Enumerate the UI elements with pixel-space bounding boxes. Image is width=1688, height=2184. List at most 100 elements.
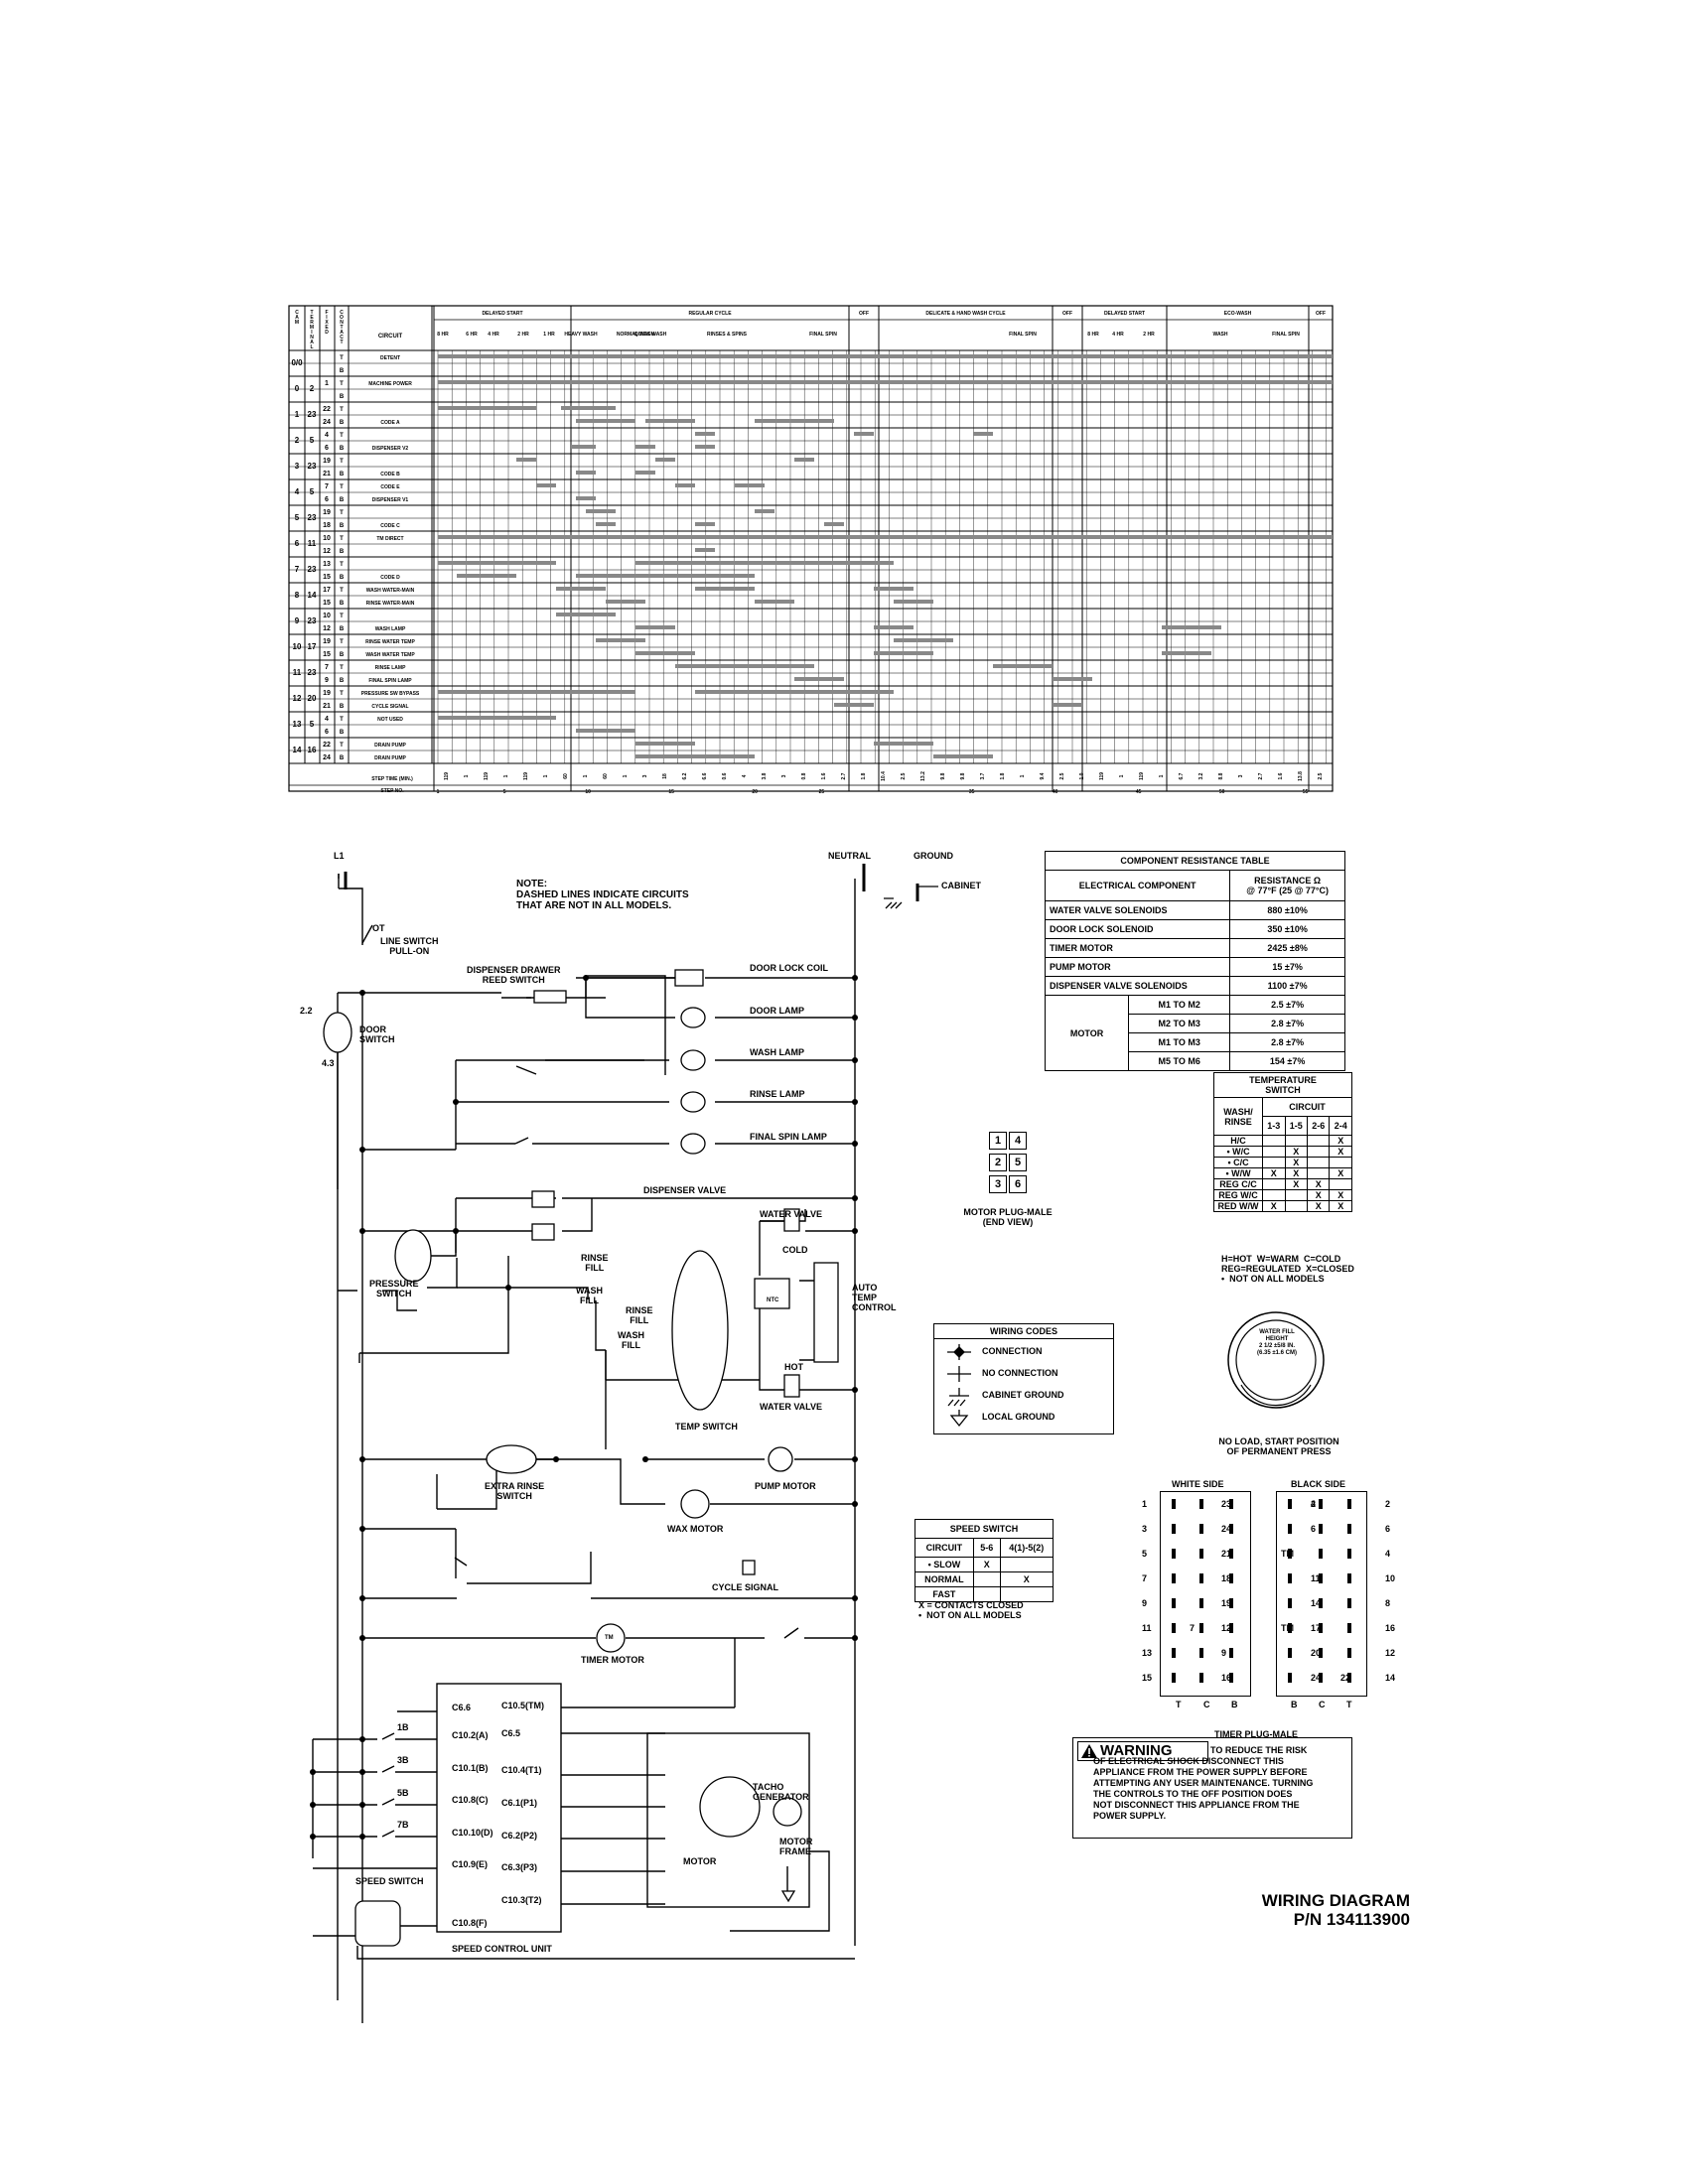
chart-contact-letter: T [340, 407, 344, 413]
chart-fixed-number: 6 [325, 445, 329, 452]
chart-left-header: N [340, 320, 344, 326]
chart-contact-letter: T [340, 665, 344, 671]
chart-terminal-number: 23 [308, 462, 317, 471]
chart-contact-letter: T [340, 588, 344, 594]
temperature-mark [1262, 1157, 1286, 1168]
chart-timing-bar [675, 483, 695, 487]
timer-plug-black-box [1276, 1491, 1367, 1697]
chart-group-label: ECO-WASH [1224, 311, 1252, 317]
chart-timing-bar [973, 432, 993, 436]
auto-temp-label: AUTO TEMP CONTROL [852, 1283, 897, 1312]
chart-timing-bar [874, 587, 914, 591]
timer-plug-blade [1319, 1673, 1323, 1683]
chart-timing-bar [438, 354, 1333, 358]
chart-circuit-name: DRAIN PUMP [374, 743, 406, 749]
timer-plug-right-number: 12 [1385, 1648, 1396, 1658]
scu-left-terminal: C10.2(A) [452, 1730, 489, 1740]
chart-group-label: OFF [1062, 311, 1072, 317]
step-number: 1 [437, 789, 440, 795]
chart-timing-bar [438, 406, 536, 410]
chart-contact-letter: B [340, 626, 345, 632]
scu-left-terminal: C10.8(F) [452, 1918, 488, 1928]
chart-contact-letter: B [340, 446, 345, 452]
step-no-label: STEP NO. [380, 788, 404, 794]
timer-plug-blade [1172, 1499, 1176, 1509]
resistance-head-value: RESISTANCE Ω @ 77°F (25 @ 77°C) [1229, 870, 1345, 901]
timer-plug-blade [1199, 1623, 1203, 1633]
dashed-lines-note: NOTE: DASHED LINES INDICATE CIRCUITS THA… [516, 879, 689, 911]
timer-plug-black-terminal: 6 [1311, 1524, 1317, 1534]
chart-terminal-number: 2 [310, 384, 315, 393]
chart-fixed-number: 22 [323, 406, 331, 413]
step-time-value: 119 [1099, 772, 1105, 780]
title-block: WIRING DIAGRAM P/N 134113900 [1253, 1891, 1410, 1929]
speed-setting: NORMAL [914, 1571, 974, 1587]
chart-cam-number: 8 [295, 591, 300, 600]
water-fill-label: WATER FILL HEIGHT 2 1/2 ±5/8 IN. (6.35 ±… [1257, 1329, 1297, 1356]
chart-contact-letter: B [340, 394, 345, 400]
door-switch-label: DOOR SWITCH [359, 1024, 395, 1044]
chart-fixed-number: 12 [323, 625, 331, 632]
timer-plug-blade [1172, 1623, 1176, 1633]
motor-frame-label: MOTOR FRAME [779, 1837, 813, 1856]
motor-plug-pin: 3 [989, 1175, 1007, 1193]
temperature-mark [1306, 1135, 1331, 1147]
timer-plug-blade [1229, 1549, 1233, 1559]
chart-terminal-number: 23 [308, 565, 317, 574]
step-time-value: 3 [642, 774, 648, 777]
chart-timing-bar [834, 703, 874, 707]
chart-terminal-number: 16 [308, 746, 317, 754]
chart-timing-bar [675, 664, 814, 668]
warning-box: WARNING TO REDUCE THE RISK OF ELECTRICAL… [1072, 1737, 1352, 1839]
step-time-value: 2.5 [901, 772, 907, 779]
chart-timing-bar [635, 445, 655, 449]
timer-plug-bottom-right-label: C [1319, 1700, 1326, 1709]
chart-cam-number: 10 [293, 642, 302, 651]
timer-plug-white-terminal: 21 [1221, 1549, 1232, 1559]
chart-timing-bar [794, 458, 814, 462]
resistance-component: MOTOR [1044, 995, 1130, 1071]
timer-plug-blade [1199, 1648, 1203, 1658]
chart-group-label: DELICATE & HAND WASH CYCLE [925, 311, 1006, 317]
chart-bars [438, 354, 1333, 758]
scu-left-terminal: C10.8(C) [452, 1795, 489, 1805]
temperature-mark: X [1329, 1146, 1352, 1158]
resistance-component: DISPENSER VALVE SOLENOIDS [1044, 976, 1231, 996]
step-time-value: 60 [563, 773, 569, 779]
timer-plug-right-number: 6 [1385, 1524, 1391, 1534]
chart-timing-bar [635, 742, 695, 746]
chart-terminal-number: 23 [308, 668, 317, 677]
chart-cam-number: 12 [293, 694, 302, 703]
chart-timing-bar [824, 522, 844, 526]
dispenser-drawer-label: DISPENSER DRAWER REED SWITCH [467, 965, 561, 985]
speed-switch-head: CIRCUIT [914, 1538, 974, 1558]
timer-plug-blade [1347, 1623, 1351, 1633]
chart-fixed-number: 7 [325, 483, 329, 490]
step-time-value: 9.4 [1040, 772, 1046, 779]
chart-fixed-number: 15 [323, 574, 331, 581]
chart-timing-bar [1162, 651, 1211, 655]
resistance-component: WATER VALVE SOLENOIDS [1044, 900, 1231, 920]
chart-circuit-name: CODE C [380, 523, 400, 529]
timer-plug-blade [1288, 1598, 1292, 1608]
pressure-switch-label: PRESSURE SWITCH [369, 1279, 419, 1298]
speed-mark [999, 1586, 1055, 1602]
timer-plug-right-number: 4 [1385, 1549, 1391, 1559]
water-valve-top-label: WATER VALVE [760, 1209, 822, 1219]
chart-group-label: OFF [1316, 311, 1326, 317]
scu-right-terminal: C10.5(TM) [501, 1701, 545, 1710]
chart-fixed-number: 6 [325, 496, 329, 503]
chart-terminal-number: 11 [308, 539, 317, 548]
chart-circuit-name: RINSE WATER-MAIN [366, 601, 415, 607]
timer-plug-blade [1347, 1648, 1351, 1658]
timer-motor-symbol-label: TM [605, 1635, 614, 1641]
step-time-value: 1 [464, 774, 470, 777]
temperature-mark: X [1329, 1189, 1352, 1201]
timer-plug-black-terminal: 24 [1311, 1673, 1322, 1683]
motor-label: MOTOR [683, 1856, 717, 1866]
chart-fixed-number: 21 [323, 703, 331, 710]
scu-left-terminal: C10.1(B) [452, 1763, 489, 1773]
chart-cam-number: 6 [295, 539, 300, 548]
chart-cam-number: 1 [295, 410, 300, 419]
